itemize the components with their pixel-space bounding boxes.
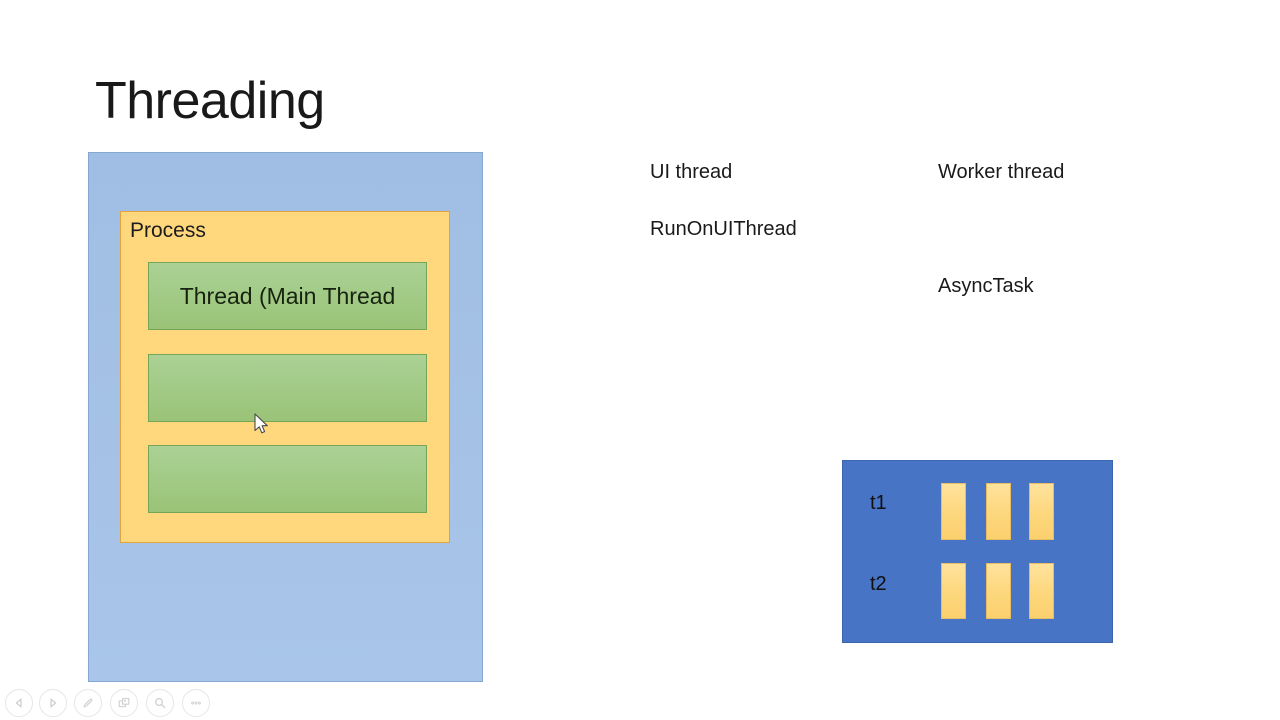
task-slice-bar [1029, 483, 1054, 540]
label-ui-thread: UI thread [650, 161, 733, 183]
label-async-task: AsyncTask [938, 275, 1034, 297]
label-run-on-ui-thread: RunOnUIThread [650, 218, 797, 240]
thread-timeline-box: t1 t2 [842, 460, 1113, 643]
task-slice-bar [986, 483, 1011, 540]
process-label: Process [130, 219, 206, 242]
ellipsis-icon [189, 696, 203, 710]
pen-tools-button[interactable] [74, 689, 102, 717]
thread-box-main-label: Thread (Main Thread [179, 282, 396, 309]
timeline-row-label-t1: t1 [870, 492, 887, 514]
left-triangle-icon [12, 696, 26, 710]
magnifier-icon [153, 696, 167, 710]
task-slice-bar [986, 563, 1011, 619]
process-container-shape: Process Thread (Main Thread [88, 152, 483, 682]
pen-icon [81, 696, 95, 710]
process-box: Process Thread (Main Thread [120, 211, 450, 543]
zoom-slide-button[interactable] [146, 689, 174, 717]
see-all-slides-button[interactable] [110, 689, 138, 717]
task-slice-bar [1029, 563, 1054, 619]
right-triangle-icon [46, 696, 60, 710]
task-slice-bar [941, 563, 966, 619]
thread-box-main: Thread (Main Thread [148, 262, 427, 330]
label-worker-thread: Worker thread [938, 161, 1065, 183]
previous-slide-button[interactable] [5, 689, 33, 717]
thread-box-2 [148, 354, 427, 422]
task-slice-bar [941, 483, 966, 540]
timeline-row-label-t2: t2 [870, 573, 887, 595]
next-slide-button[interactable] [39, 689, 67, 717]
slide-title: Threading [95, 72, 325, 130]
slides-grid-icon [117, 696, 131, 710]
thread-box-3 [148, 445, 427, 513]
more-options-button[interactable] [182, 689, 210, 717]
presenter-controls-bar [0, 689, 220, 719]
